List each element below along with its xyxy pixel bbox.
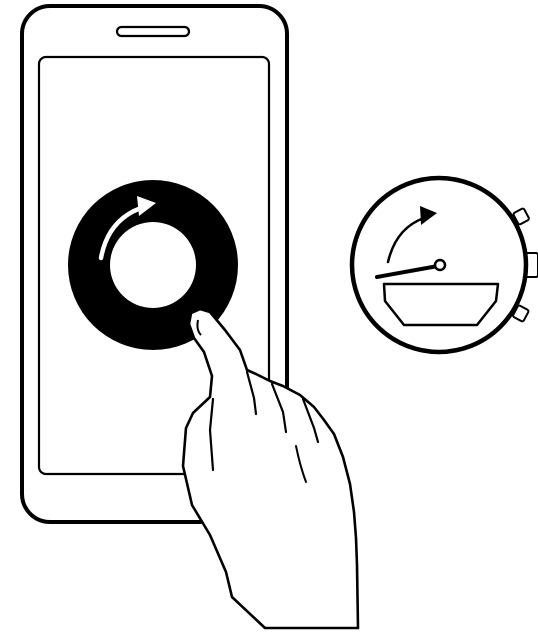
- watch-subdial-icon: [384, 284, 498, 325]
- hybrid-watch-icon: [352, 178, 538, 352]
- speaker-slot-icon: [117, 27, 189, 36]
